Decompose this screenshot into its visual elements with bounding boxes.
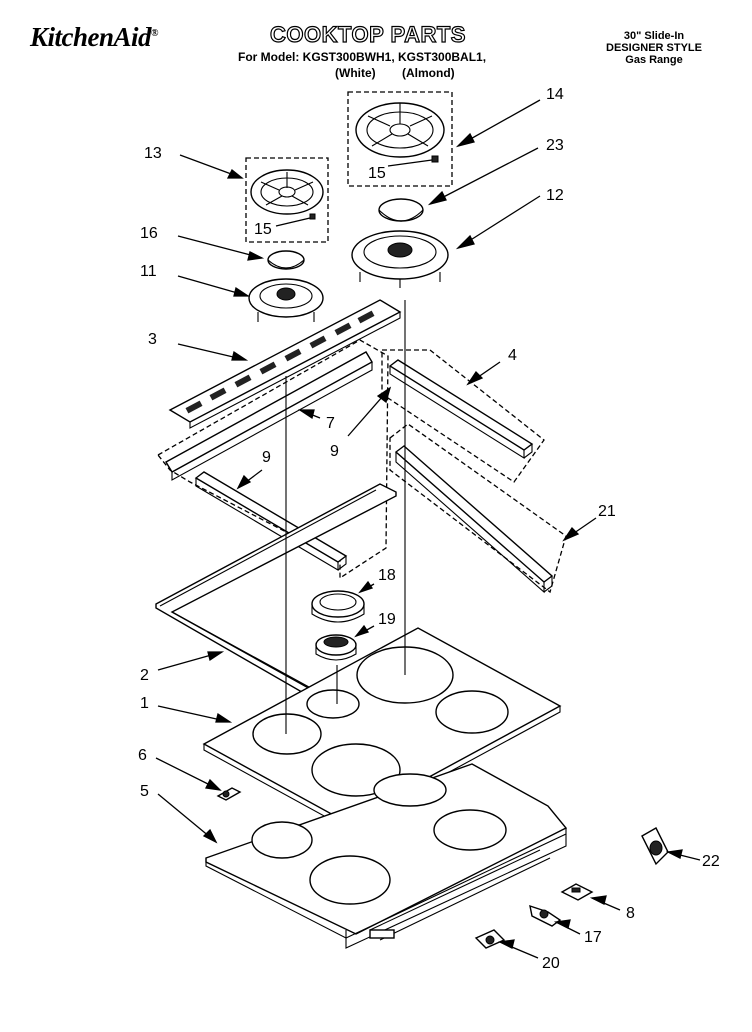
small-burner-head (248, 278, 324, 322)
callout-21: 21 (598, 503, 616, 520)
range-description: 30" Slide-In DESIGNER STYLE Gas Range (584, 30, 724, 66)
callout-6: 6 (138, 747, 147, 764)
cooktop-base-pan (205, 763, 568, 949)
alignment-guides (285, 300, 406, 734)
callout-20: 20 (542, 955, 560, 972)
callout-11: 11 (140, 263, 157, 280)
callout-18: 18 (378, 567, 396, 584)
callout-4: 4 (508, 347, 517, 364)
callout-2: 2 (140, 667, 149, 684)
page-title: COOKTOP PARTS (269, 21, 466, 47)
vent-trim (168, 299, 402, 429)
brand-logo: KitchenAid® (30, 22, 159, 52)
large-burner-grate (347, 91, 453, 187)
callout-1: 1 (140, 695, 149, 712)
burner-orifice-base (315, 634, 357, 661)
model-numbers: For Model: KGST300BWH1, KGST300BAL1, (238, 50, 487, 64)
small-burner-cap (267, 250, 305, 270)
callout-13: 13 (144, 145, 162, 162)
large-burner-head (351, 230, 449, 288)
callout-15-large: 15 (368, 165, 386, 182)
ignition-switch-part-22 (641, 827, 669, 866)
variant-almond-label: (Almond) (402, 66, 455, 80)
valve-part-17 (529, 904, 562, 927)
callout-8: 8 (626, 905, 635, 922)
rear-bracket (157, 339, 389, 580)
clip-part-8 (560, 883, 594, 901)
large-burner-cap (378, 198, 424, 222)
callout-7: 7 (326, 415, 335, 432)
callout-19: 19 (378, 611, 396, 628)
callout-17: 17 (584, 929, 602, 946)
callout-22: 22 (702, 853, 720, 870)
callout-15-small: 15 (254, 221, 272, 238)
valve-part-20 (474, 929, 506, 949)
callout-12: 12 (546, 187, 564, 204)
variant-white-label: (White) (335, 66, 376, 80)
range-style: DESIGNER STYLE (606, 42, 702, 54)
callout-9-right: 9 (330, 443, 339, 460)
burner-base (311, 590, 365, 623)
callout-16: 16 (140, 225, 158, 242)
small-burner-grate (245, 157, 329, 243)
screw-part-6 (216, 787, 242, 801)
front-rail (389, 423, 567, 594)
right-side-rail (381, 349, 545, 483)
callout-23: 23 (546, 137, 564, 154)
callout-numbers: 14 23 12 13 15 15 16 11 3 4 7 9 9 21 18 … (138, 86, 720, 972)
range-size: 30" Slide-In (623, 30, 685, 42)
range-type: Gas Range (625, 54, 683, 66)
callout-9-left: 9 (262, 449, 271, 466)
callout-5: 5 (140, 783, 149, 800)
callout-3: 3 (148, 331, 157, 348)
leader-lines (155, 99, 701, 959)
callout-14: 14 (546, 86, 564, 103)
